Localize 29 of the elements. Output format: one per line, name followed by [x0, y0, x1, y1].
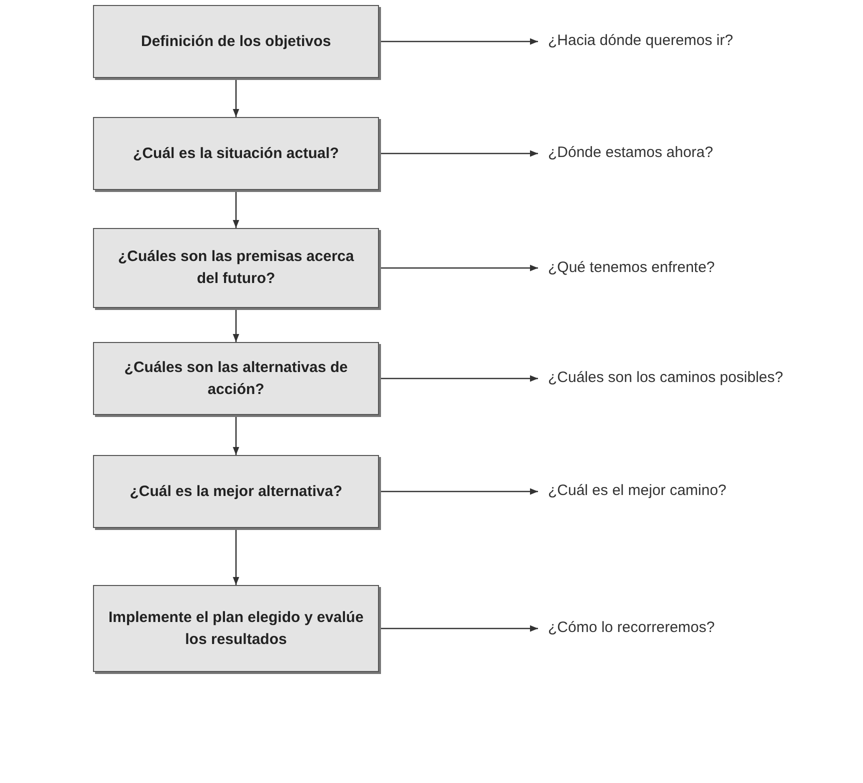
process-box [93, 585, 379, 672]
question-text: ¿Cuál es el mejor camino? [548, 476, 848, 506]
arrow [379, 375, 538, 382]
step-text: ¿Cuáles son las premisas acerca del futuro? [117, 247, 355, 289]
step-text: Definición de los objetivos [140, 32, 332, 52]
process-box [93, 342, 379, 415]
arrow [232, 190, 240, 228]
arrow [232, 78, 240, 117]
arrow [379, 488, 538, 495]
question-text: ¿Qué tenemos enfrente? [548, 253, 848, 283]
step-text: ¿Cuál es la mejor alternativa? [130, 482, 342, 502]
question-text: ¿Dónde estamos ahora? [548, 138, 848, 168]
question-text: ¿Hacia dónde queremos ir? [548, 26, 848, 56]
arrow [379, 625, 538, 632]
arrow [232, 415, 240, 455]
step-text: ¿Cuáles son las alternativas de acción? [123, 358, 349, 400]
step-text: ¿Cuál es la situación actual? [133, 144, 339, 164]
question-text: ¿Cuáles son los caminos posibles? [548, 364, 848, 394]
arrow [232, 528, 240, 585]
arrow [232, 308, 240, 342]
arrow [379, 38, 538, 45]
step-text: Implemente el plan elegido y evalúe los resultados [107, 608, 365, 650]
process-box [93, 228, 379, 308]
process-box [93, 117, 379, 190]
arrow [379, 150, 538, 157]
process-box [93, 455, 379, 528]
arrow [379, 264, 538, 272]
process-box [93, 5, 379, 78]
question-text: ¿Cómo lo recorreremos? [548, 614, 848, 644]
